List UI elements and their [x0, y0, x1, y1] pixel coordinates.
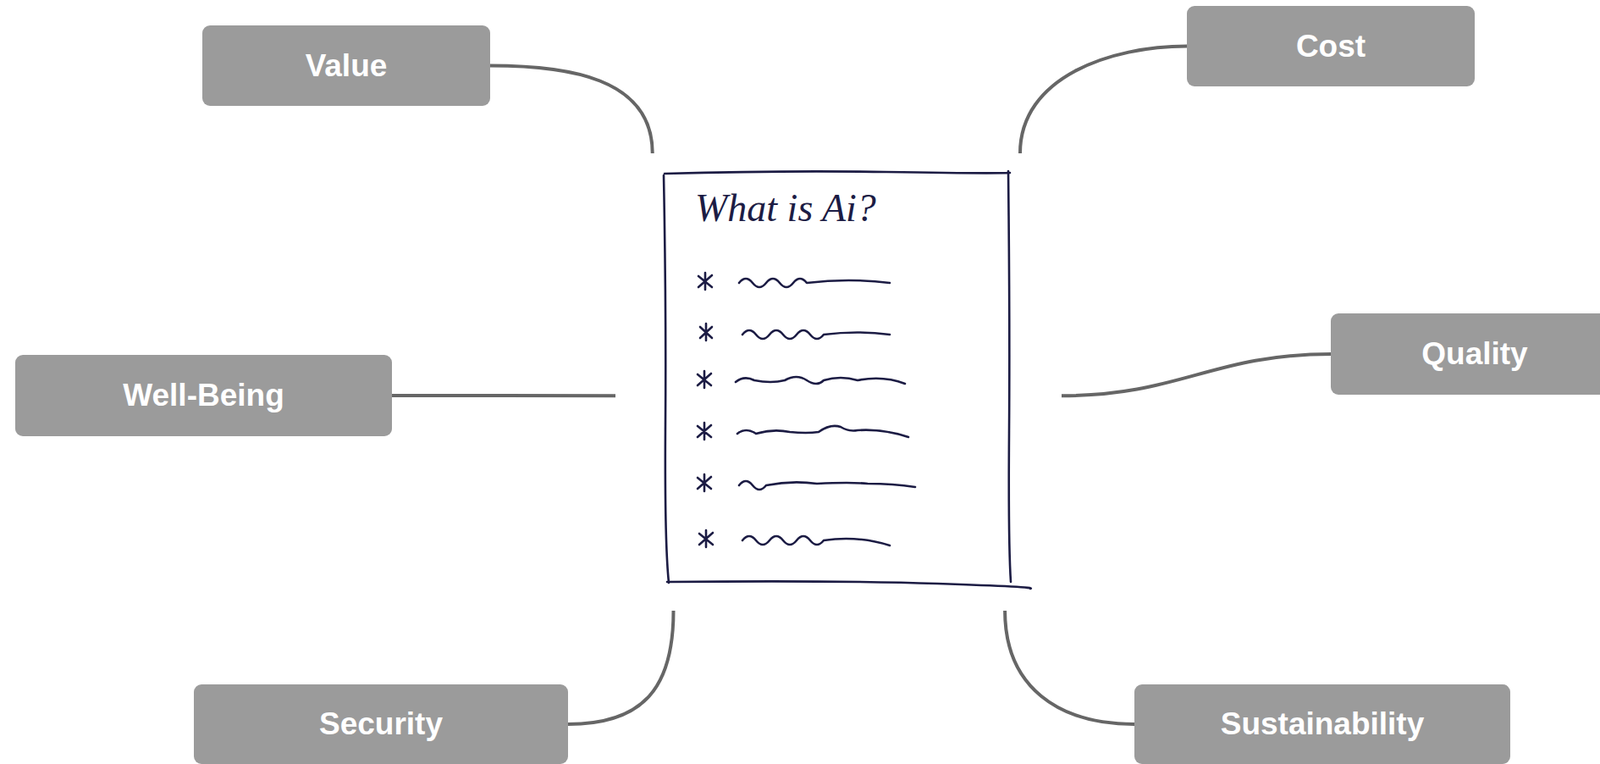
topic-box: Security	[193, 684, 569, 764]
connector-line	[1061, 353, 1331, 396]
box-label: Quality	[1421, 336, 1528, 372]
paper-edge	[667, 580, 1032, 589]
topic-box: Well-Being	[15, 354, 392, 436]
scribble-line	[735, 278, 916, 546]
paper-edge	[1008, 171, 1011, 582]
handwritten-title: What is Ai?	[695, 185, 877, 231]
connector-line	[391, 393, 616, 398]
connector-line	[1020, 46, 1187, 155]
paper-edge	[663, 175, 669, 583]
box-label: Well-Being	[122, 377, 285, 414]
box-label: Sustainability	[1220, 706, 1425, 742]
connector-line	[1004, 610, 1135, 724]
topic-box: Cost	[1186, 5, 1475, 87]
bullet-asterisk	[697, 272, 713, 547]
topic-box: Quality	[1330, 313, 1600, 395]
topic-box: Sustainability	[1134, 684, 1511, 764]
box-label: Value	[305, 48, 388, 84]
paper-node: What is Ai?	[615, 153, 1062, 611]
box-label: Security	[319, 706, 443, 742]
connector-line	[490, 66, 653, 155]
paper-edge	[664, 171, 1010, 174]
box-label: Cost	[1296, 28, 1366, 65]
connector-line	[568, 610, 674, 724]
topic-box: Value	[202, 25, 491, 106]
